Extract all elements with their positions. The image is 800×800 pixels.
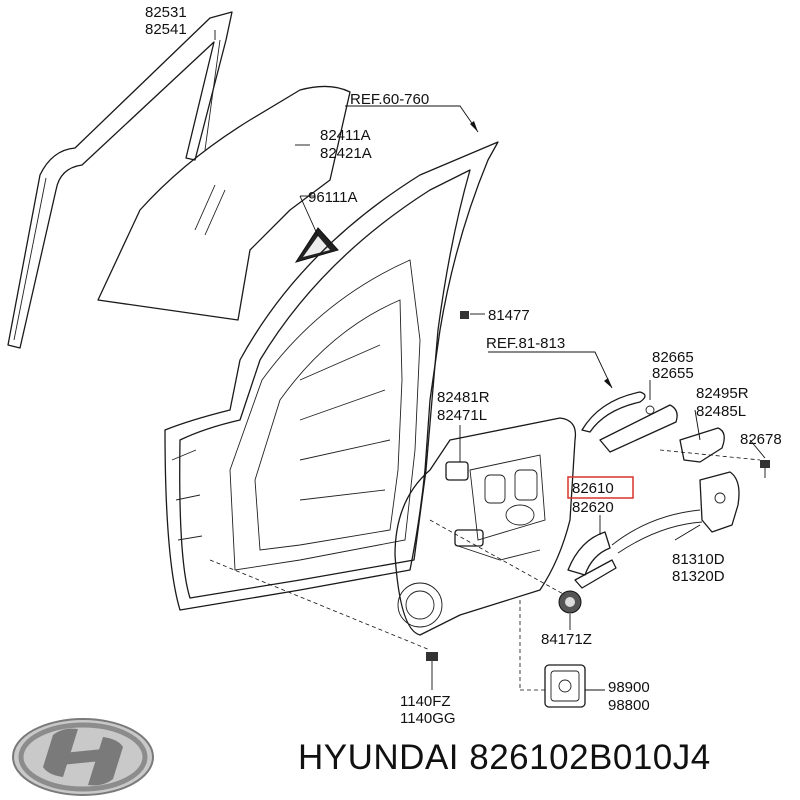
assembly-dash-lines [209,449,761,691]
grommet-84171Z [558,590,582,614]
part-labels: 82531 82541 REF.60-760 82411A 82421A 961… [145,4,782,727]
label-82481R: 82481R [437,389,490,406]
label-1140FZ: 1140FZ [400,693,451,710]
hyundai-logo [12,718,154,796]
label-82620: 82620 [572,499,614,516]
label-96111A: 96111A [308,189,358,206]
label-ref-81-813: REF.81-813 [486,335,565,352]
label-82678: 82678 [740,431,782,448]
door-module-panel [394,417,577,636]
label-98900: 98900 [608,679,650,696]
handle-bracket [679,427,725,463]
label-82485L: 82485L [696,403,746,420]
label-84171Z: 84171Z [541,631,592,648]
window-glass [97,85,351,321]
label-82665: 82665 [652,349,694,366]
label-82610: 82610 [572,480,614,497]
window-run-channel [7,11,233,349]
label-81477: 81477 [488,307,530,324]
bolt-81477 [460,311,469,319]
label-82421A: 82421A [320,145,372,162]
brand-part-number: HYUNDAI 826102B010J4 [298,738,711,777]
leader-lines [214,30,766,691]
label-98800: 98800 [608,697,650,714]
label-81310D: 81310D [672,551,725,568]
label-82471L: 82471L [437,407,487,424]
screw-1140FZ [426,652,438,673]
bolt-82678 [760,460,770,478]
label-82411A: 82411A [320,127,371,144]
label-81320D: 81320D [672,568,725,585]
label-ref-60-760: REF.60-760 [350,91,429,108]
label-82495R: 82495R [696,385,749,402]
door-latch [611,471,740,554]
outside-handle [581,391,678,453]
actuator-motor [544,664,586,708]
regulator-bracket [445,461,484,547]
label-82531: 82531 [145,4,187,21]
label-82655: 82655 [652,365,694,382]
door-shell [164,141,499,611]
inside-handle [567,531,617,589]
label-1140GG: 1140GG [400,710,456,727]
label-82541: 82541 [145,21,187,38]
highlight-box [567,476,634,499]
